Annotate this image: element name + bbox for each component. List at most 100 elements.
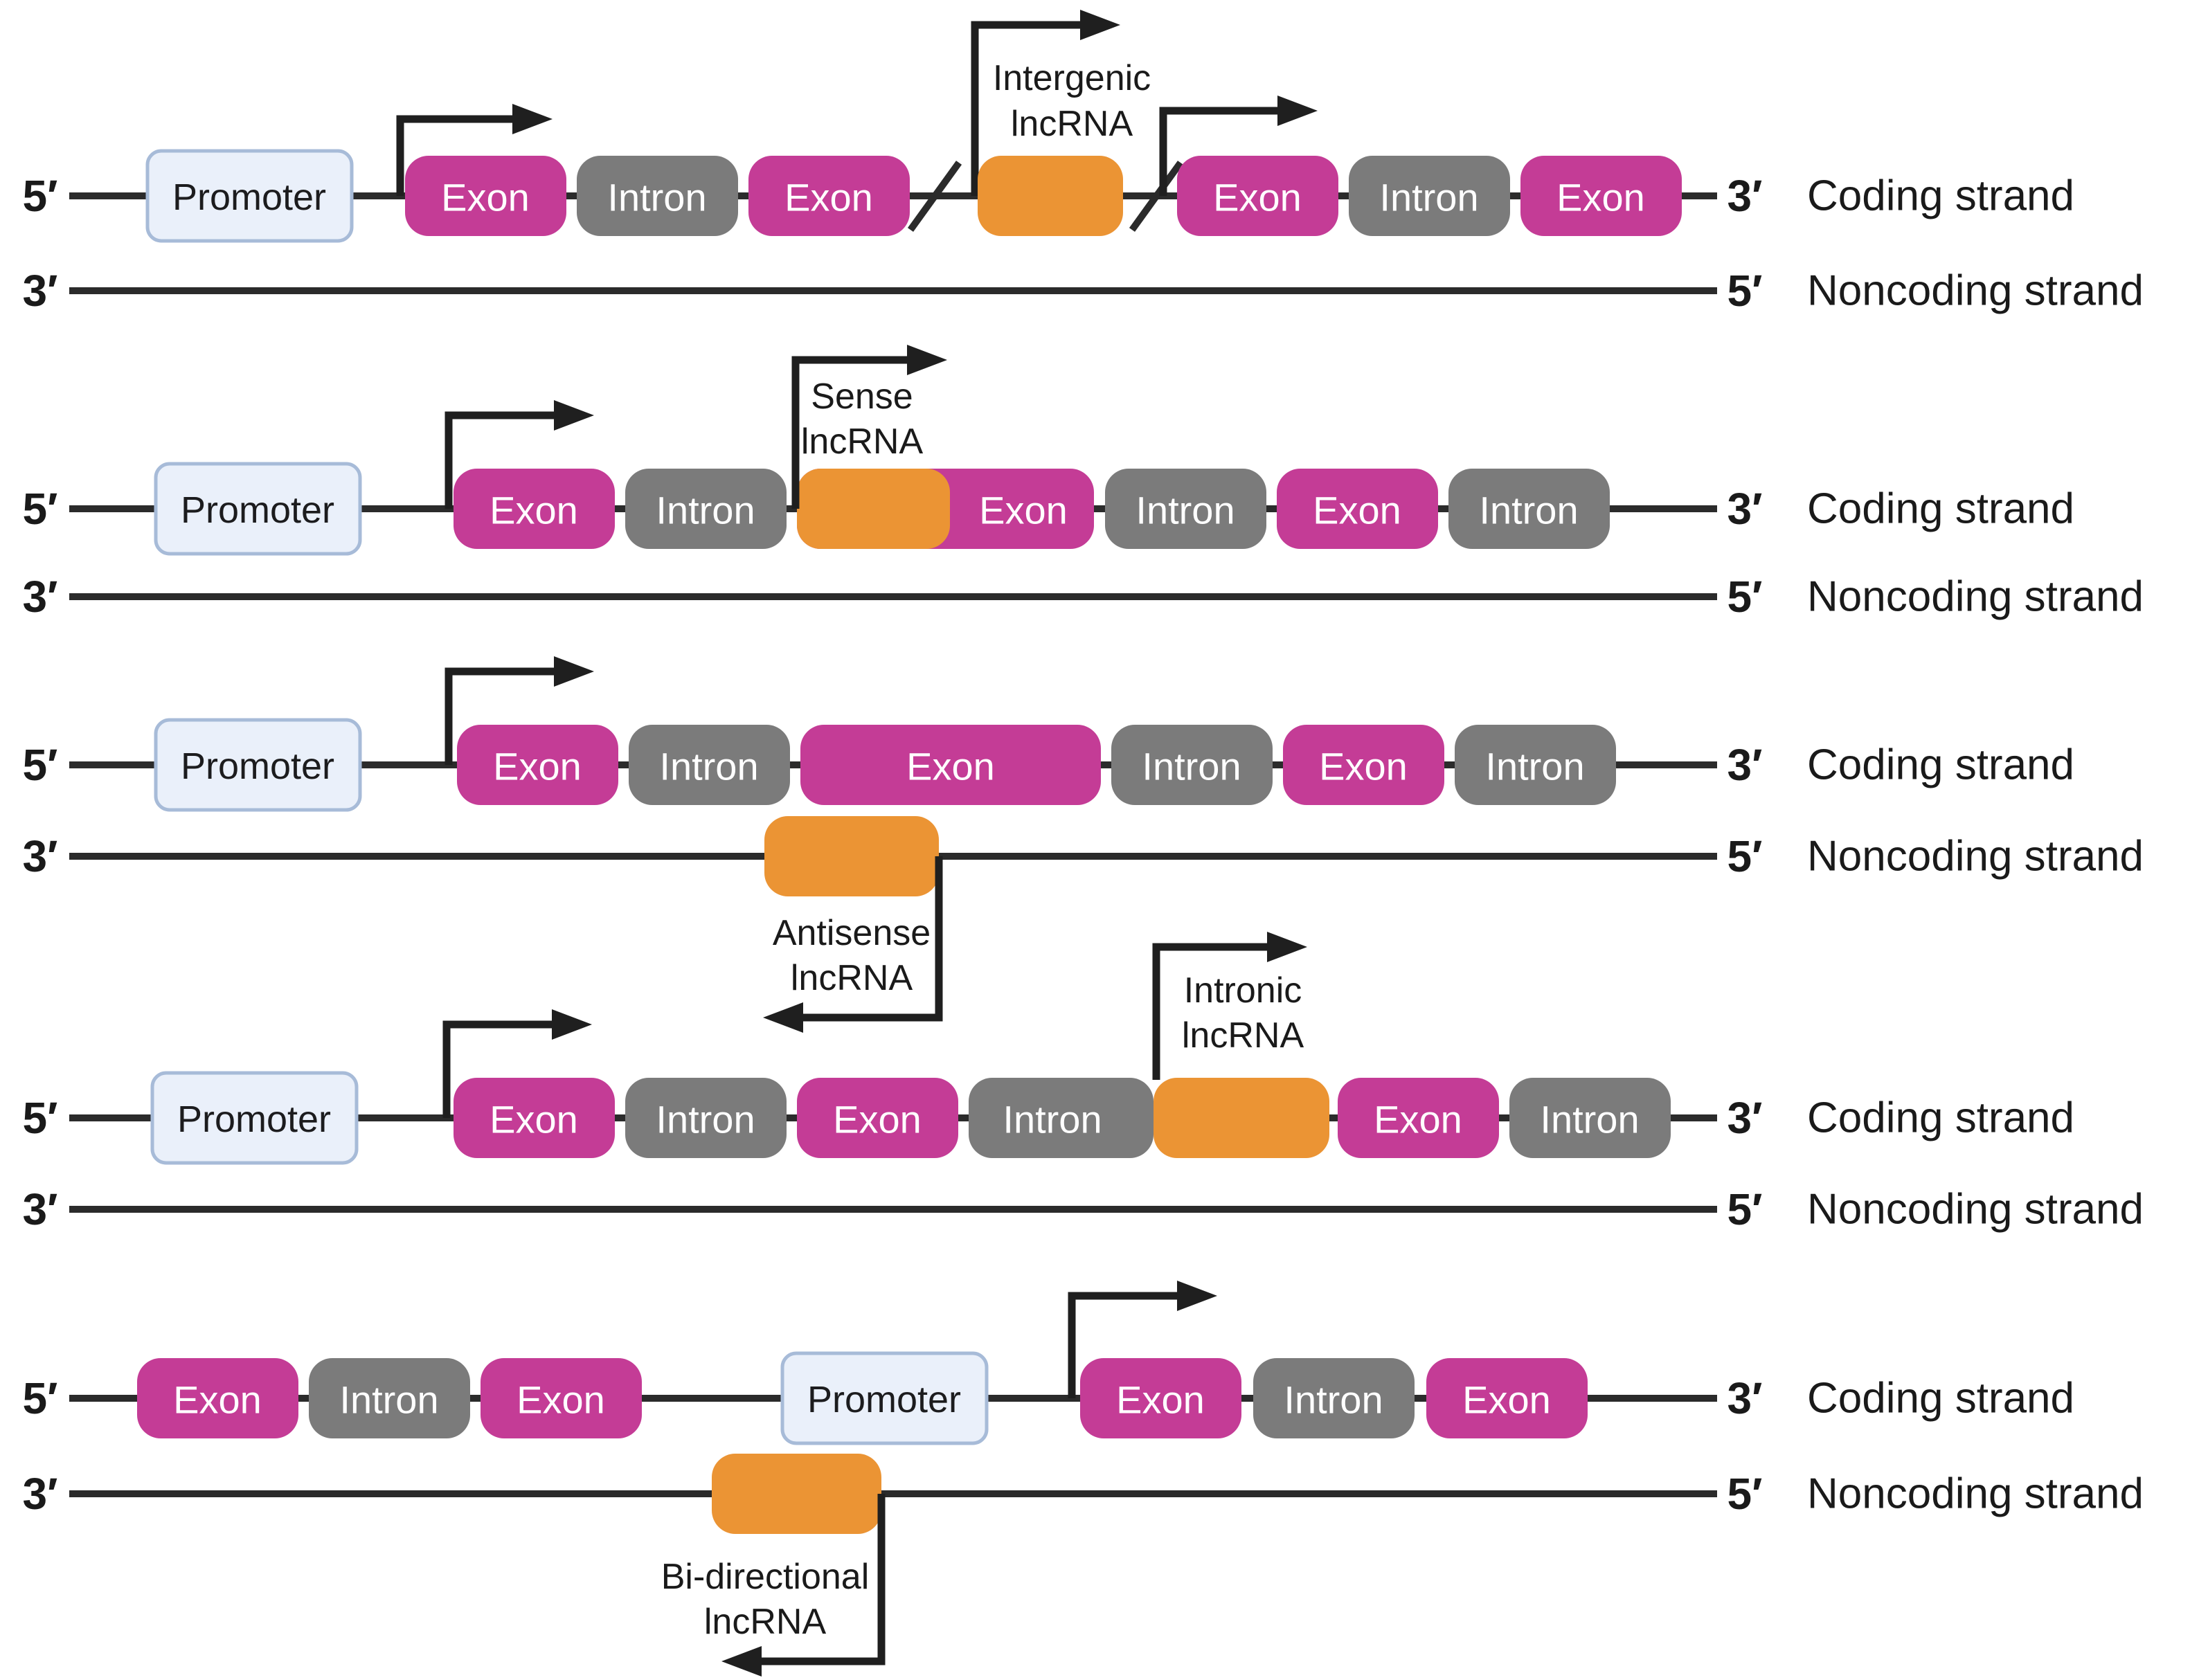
noncoding-strand-label: Noncoding strand [1807, 267, 2144, 315]
exon-block [405, 156, 566, 236]
exon-block [1426, 1358, 1588, 1438]
noncoding-strand-label: Noncoding strand [1807, 1186, 2144, 1234]
noncoding-strand-label: Noncoding strand [1807, 833, 2144, 880]
exon-block [1283, 725, 1444, 805]
lncrna-box [712, 1454, 881, 1534]
lncrna-label-line2: lncRNA [801, 422, 924, 462]
lncrna-label-line1: Sense [811, 377, 913, 417]
intron-label: Intron [1003, 1098, 1102, 1141]
exon-label: Exon [173, 1378, 262, 1422]
genomic-break-slash [907, 161, 962, 232]
exon-label: Exon [1213, 176, 1302, 219]
intron-label: Intron [1136, 489, 1235, 532]
exon-label: Exon [1319, 745, 1408, 788]
exon-label: Exon [1313, 489, 1401, 532]
exon-block [454, 469, 615, 549]
intron-label: Intron [656, 489, 755, 532]
exon-block [481, 1358, 642, 1438]
lncrna-label-line2: lncRNA [704, 1602, 827, 1642]
lncrna-arrow [762, 1494, 886, 1665]
intron-block [1509, 1078, 1671, 1158]
intron-label: Intron [656, 1098, 755, 1141]
intron-label: Intron [1485, 745, 1584, 788]
promoter-box [780, 1351, 989, 1445]
tss-arrow [442, 1020, 552, 1118]
genomic-break-slash [1129, 161, 1184, 232]
exon-label: Exon [490, 489, 578, 532]
noncoding-strand-label: Noncoding strand [1807, 573, 2144, 621]
coding-strand-label: Coding strand [1807, 172, 2074, 220]
exon-block [1080, 1358, 1241, 1438]
lncrna-box [764, 816, 939, 896]
three-prime-label: 3′ [1727, 1373, 1763, 1423]
intron-label: Intron [1479, 489, 1578, 532]
exon-label: Exon [833, 1098, 922, 1141]
exon-block [1177, 156, 1338, 236]
exon-block [748, 156, 910, 236]
noncoding-strand-label: Noncoding strand [1807, 1470, 2144, 1518]
exon-label: Exon [906, 745, 995, 788]
five-prime-label: 5′ [23, 171, 58, 221]
exon-block [1520, 156, 1682, 236]
intron-block [1448, 469, 1610, 549]
exon-block [454, 1078, 615, 1158]
exon-block [1338, 1078, 1499, 1158]
lncrna-box [978, 156, 1123, 236]
lncrna-label-line1: Intergenic [993, 58, 1151, 98]
promoter-label: Promoter [807, 1379, 961, 1420]
exon-block [1277, 469, 1438, 549]
promoter-box [145, 149, 354, 243]
exon-block [457, 725, 618, 805]
tss-arrowhead-icon [1277, 96, 1318, 126]
tss-arrowhead-icon [1177, 1281, 1217, 1311]
lncrna-arrow [791, 356, 907, 509]
exon-label: Exon [979, 489, 1068, 532]
lncrna-arrowhead-icon [1080, 10, 1120, 40]
three-prime-label: 3′ [23, 831, 58, 881]
lncrna-arrowhead-icon [721, 1646, 762, 1677]
intron-label: Intron [607, 176, 706, 219]
lncrna-box [797, 469, 950, 549]
tss-arrow [1159, 107, 1277, 196]
exon-block [137, 1358, 298, 1438]
coding-strand-label: Coding strand [1807, 741, 2074, 789]
exon-label: Exon [517, 1378, 605, 1422]
exon-label: Exon [1556, 176, 1645, 219]
intron-block [629, 725, 790, 805]
five-prime-label: 5′ [23, 484, 58, 534]
lncrna-label-line1: Intronic [1184, 970, 1302, 1011]
intron-block [625, 1078, 787, 1158]
intron-label: Intron [339, 1378, 438, 1422]
coding-strand-label: Coding strand [1807, 1375, 2074, 1422]
five-prime-label: 5′ [1727, 1184, 1763, 1234]
intron-label: Intron [1284, 1378, 1383, 1422]
five-prime-label: 5′ [1727, 266, 1763, 316]
three-prime-label: 3′ [1727, 740, 1763, 790]
three-prime-label: 3′ [1727, 171, 1763, 221]
lncrna-arrowhead-icon [1267, 932, 1307, 962]
exon-block [797, 1078, 958, 1158]
intron-label: Intron [1379, 176, 1478, 219]
intron-block [1111, 725, 1273, 805]
lncrna-label-line1: Bi-directional [661, 1557, 870, 1597]
intron-label: Intron [1142, 745, 1241, 788]
five-prime-label: 5′ [23, 1093, 58, 1143]
intron-block [969, 1078, 1154, 1158]
three-prime-label: 3′ [23, 572, 58, 622]
lncrna-arrowhead-icon [907, 345, 947, 375]
intron-block [577, 156, 738, 236]
tss-arrow [445, 667, 554, 765]
five-prime-label: 5′ [1727, 1469, 1763, 1519]
five-prime-label: 5′ [23, 1373, 58, 1423]
panel-bidirectional: 5′ 3′ Exon Intron Exon Promoter Exon Int… [23, 1281, 2144, 1677]
coding-strand-label: Coding strand [1807, 485, 2074, 533]
tss-arrowhead-icon [554, 400, 594, 431]
intron-block [1349, 156, 1510, 236]
exon-label: Exon [490, 1098, 578, 1141]
lncrna-box [1154, 1078, 1329, 1158]
intron-block [625, 469, 787, 549]
exon-label: Exon [493, 745, 582, 788]
three-prime-label: 3′ [23, 1469, 58, 1519]
panel-intronic: 5′ 3′ Promoter Exon Intron Exon Intron E… [23, 932, 2144, 1234]
tss-arrowhead-icon [554, 656, 594, 687]
